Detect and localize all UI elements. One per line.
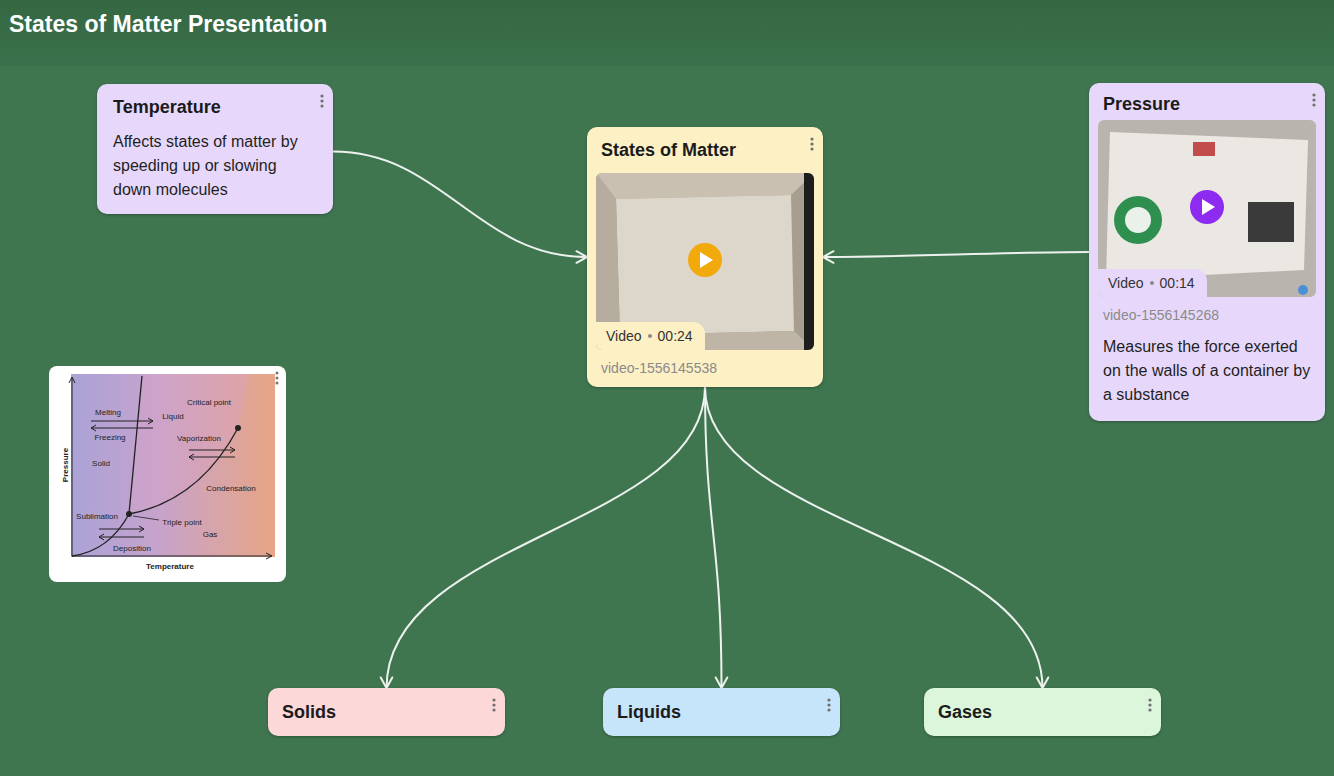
menu-dot [1148, 698, 1151, 701]
separator-dot [1150, 281, 1154, 285]
card-heading: Gases [938, 701, 1147, 723]
diagram-label: Solid [92, 459, 110, 468]
diagram-label: Temperature [146, 562, 194, 571]
file-name: video-1556145268 [1103, 305, 1311, 325]
separator-dot [648, 334, 652, 338]
menu-dot [827, 698, 830, 701]
connector-line [705, 387, 1043, 688]
sticker [1248, 202, 1294, 242]
box-wall [596, 173, 814, 199]
dark-edge [804, 173, 814, 350]
play-triangle [700, 252, 713, 268]
category-box: Gases [924, 688, 1161, 736]
card-heading: States of Matter [601, 139, 809, 161]
card-heading: Temperature [113, 96, 317, 118]
page-title: States of Matter Presentation [9, 10, 327, 38]
card-heading: Pressure [1103, 93, 1311, 115]
play-button [1190, 190, 1224, 224]
video-preview: Video 00:14 [1098, 120, 1316, 297]
menu-dot [1148, 708, 1151, 711]
category-box: Solids [268, 688, 505, 736]
menu-dot [492, 698, 495, 701]
menu-dot [810, 137, 813, 140]
video-duration: 00:24 [658, 327, 693, 345]
menu-dots [810, 137, 814, 151]
diagram-label: Sublimation [76, 512, 118, 521]
menu-dot [1312, 93, 1315, 96]
video-card: States of MatterVideo 00:24 video-15561455… [587, 127, 823, 387]
play-triangle [1202, 199, 1215, 215]
menu-dots [827, 698, 831, 712]
connector-line [387, 387, 706, 688]
media-type: Video [1108, 274, 1144, 292]
card-heading: Liquids [617, 701, 826, 723]
card-heading: Solids [282, 701, 491, 723]
spot [1298, 285, 1308, 295]
menu-dot [827, 708, 830, 711]
menu-dot [1148, 703, 1151, 706]
diagram-label: Condensation [206, 484, 255, 493]
diagram-label: Gas [203, 530, 218, 539]
connector [381, 387, 705, 688]
card-body: Measures the force exerted on the walls … [1103, 335, 1311, 407]
diagram-label: Vaporization [177, 434, 221, 443]
card-body: Affects states of matter by speeding up … [113, 130, 317, 202]
connector-line [823, 252, 1089, 257]
video-preview: Video 00:24 [596, 173, 814, 350]
menu-dots [320, 94, 324, 108]
diagram-label: Freezing [94, 433, 125, 442]
separator-dot [1150, 281, 1154, 285]
thumb-bg [1098, 120, 1316, 297]
menu-dot [810, 142, 813, 145]
menu-dot [1312, 103, 1315, 106]
video-card: PressureVideo 00:14 video-1556145268Measur… [1089, 83, 1325, 421]
category-box: Liquids [603, 688, 840, 736]
arrow-head [716, 678, 728, 689]
arrow-head [577, 251, 588, 263]
sticker [1114, 196, 1162, 244]
menu-dot [492, 703, 495, 706]
menu-dots [492, 698, 496, 712]
menu-dot [320, 94, 323, 97]
separator-dot [648, 334, 652, 338]
video-duration: 00:14 [1160, 274, 1195, 292]
menu-dot [827, 703, 830, 706]
connector-line [705, 387, 722, 688]
arrow-head [381, 678, 393, 689]
file-name: video-1556145538 [601, 358, 809, 378]
note-card: TemperatureAffects states of matter by s… [97, 84, 333, 214]
media-type: Video [606, 327, 642, 345]
connector-line [333, 152, 587, 257]
connector [823, 251, 1089, 263]
arrow-head [1037, 678, 1049, 689]
menu-dots [1312, 93, 1316, 107]
connector [705, 387, 1048, 688]
sticker-inner [1125, 207, 1151, 233]
connector [333, 152, 587, 263]
diagram-label: Deposition [113, 544, 151, 553]
menu-dot [810, 147, 813, 150]
phase-diagram-card [49, 366, 286, 582]
menu-dots [1148, 698, 1152, 712]
diagram-label: Pressure [61, 448, 70, 482]
video-badge: Video 00:24 [596, 322, 705, 350]
video-badge: Video 00:14 [1098, 269, 1207, 297]
paper [1106, 132, 1308, 280]
menu-dot [1312, 98, 1315, 101]
arrow-head [823, 251, 834, 263]
box-floor [616, 195, 794, 335]
diagram-label: Triple point [162, 518, 201, 527]
thumb-bg [596, 173, 814, 350]
menu-dot [320, 104, 323, 107]
connector [705, 387, 727, 688]
diagram-label: Critical point [187, 398, 231, 407]
menu-dot [320, 99, 323, 102]
sticker [1193, 142, 1215, 156]
play-button [688, 243, 722, 277]
menu-dot [492, 708, 495, 711]
diagram-label: Liquid [162, 412, 183, 421]
diagram-label: Melting [95, 408, 121, 417]
